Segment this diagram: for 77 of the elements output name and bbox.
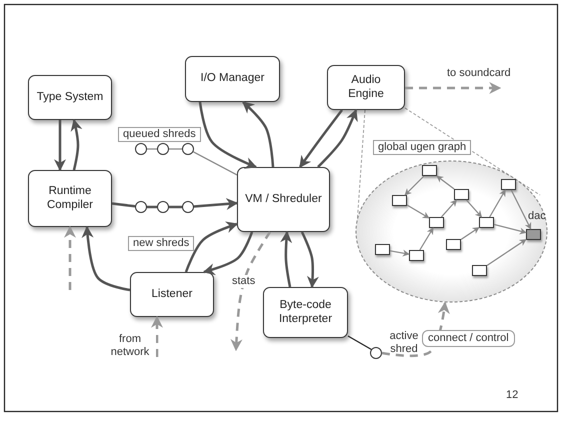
ugen-box xyxy=(392,195,407,206)
component-label: Byte-code Interpreter xyxy=(278,298,334,326)
ugen-box xyxy=(375,244,390,255)
ugen-box xyxy=(409,250,424,261)
arrow xyxy=(194,198,238,210)
shred-circle xyxy=(157,201,169,213)
shred-circle xyxy=(370,347,382,359)
connector-line xyxy=(193,151,238,176)
component-label: Runtime Compiler xyxy=(46,184,94,212)
arrow xyxy=(198,102,258,169)
node-caption: dac xyxy=(528,210,546,224)
component-box xyxy=(28,170,112,227)
arrow xyxy=(419,227,434,250)
edge-label: stats xyxy=(230,275,258,288)
arrow xyxy=(298,109,343,168)
arrow xyxy=(406,204,430,219)
arrow xyxy=(70,118,82,170)
shred-circle xyxy=(182,143,194,155)
dashed-arrow xyxy=(405,82,502,94)
arrow xyxy=(82,226,130,292)
arrow xyxy=(280,230,292,288)
arrow xyxy=(466,200,482,218)
ugen-box xyxy=(429,217,444,228)
arrow xyxy=(242,101,274,168)
arrow xyxy=(510,190,532,230)
component-label: VM / Shreduler xyxy=(244,192,323,206)
component-label: Audio Engine xyxy=(347,74,385,102)
dashed-arrow xyxy=(382,302,450,358)
arrow xyxy=(440,199,458,218)
connector-line xyxy=(112,202,136,208)
connector-line xyxy=(169,206,182,208)
ugen-box xyxy=(501,179,516,190)
arrow xyxy=(54,120,66,172)
queue-label: new shreds xyxy=(128,236,194,251)
arrow xyxy=(184,222,238,272)
component-box xyxy=(263,287,348,338)
arrow xyxy=(494,224,527,234)
arrow xyxy=(390,250,410,257)
dashed-arrow xyxy=(64,226,76,290)
component-box xyxy=(327,65,405,110)
dashed-arrow xyxy=(151,316,163,357)
component-box xyxy=(185,56,280,102)
connector-line xyxy=(147,148,157,150)
arrow xyxy=(489,189,506,218)
ugen-box xyxy=(422,165,437,176)
component-box xyxy=(28,75,112,120)
ugen-box xyxy=(479,217,494,228)
component-label: I/O Manager xyxy=(200,72,266,86)
edge-label: connect / control xyxy=(422,330,515,347)
shred-circle xyxy=(157,143,169,155)
connector-line xyxy=(169,148,182,150)
shred-circle xyxy=(135,143,147,155)
connector-line xyxy=(147,206,157,208)
queue-label: queued shreds xyxy=(118,127,201,142)
dashed-arrow xyxy=(230,231,272,352)
ugen-box xyxy=(446,239,461,250)
arrow xyxy=(486,239,527,266)
arrow xyxy=(404,176,424,196)
ugen-box xyxy=(454,189,469,200)
ugen-box xyxy=(472,265,487,276)
shred-circle xyxy=(135,201,147,213)
page-number: 12 xyxy=(506,389,518,402)
arrow xyxy=(300,231,319,288)
component-box xyxy=(130,272,214,317)
component-label: Type System xyxy=(36,90,104,104)
shred-circle xyxy=(182,201,194,213)
ugen-graph-ellipse xyxy=(355,140,548,303)
node-caption: active shred xyxy=(388,330,420,356)
component-label: Listener xyxy=(150,288,194,302)
component-box xyxy=(237,167,330,232)
arrow xyxy=(436,176,455,190)
connector-line xyxy=(348,335,372,350)
arrow xyxy=(202,232,254,276)
graph-heading: global ugen graph xyxy=(373,140,472,155)
arrow xyxy=(460,227,480,240)
arrow xyxy=(317,108,358,168)
ugen-box xyxy=(526,229,541,240)
